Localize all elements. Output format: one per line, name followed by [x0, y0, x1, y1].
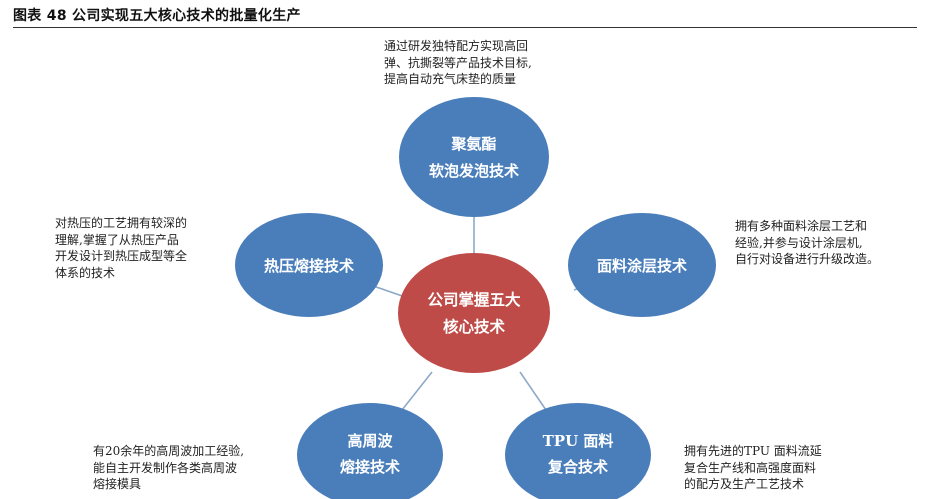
node-circle: [399, 97, 549, 217]
description-line: 通过研发独特配方实现高回: [384, 39, 529, 53]
description-top: 通过研发独特配方实现高回 弹、抗撕裂等产品技术目标, 提高自动充气床垫的质量: [384, 38, 532, 88]
description-line: 经验,并参与设计涂层机,: [735, 235, 863, 250]
description-bottom-left: 有20余年的高周波加工经验, 能自主开发制作各类高周波 熔接模具: [93, 443, 244, 493]
description-line: 理解,掌握了从热压产品: [55, 232, 179, 247]
center-label-line-1: 公司掌握五大: [427, 290, 521, 309]
description-left: 对热压的工艺拥有较深的 理解,掌握了从热压产品 开发设计到热压成型等全 体系的技…: [55, 215, 187, 281]
node-circle: [235, 213, 383, 317]
node-label-line-2: 熔接技术: [340, 458, 400, 476]
node-label-line-2: 复合技术: [547, 458, 608, 476]
description-line: 有20余年的高周波加工经验,: [93, 444, 245, 458]
node-label-line-1: 聚氨酯: [450, 135, 496, 153]
description-line: 弹、抗撕裂等产品技术目标,: [384, 55, 532, 70]
node-label-line-1: TPU 面料: [543, 432, 614, 450]
description-line: 能自主开发制作各类高周波: [93, 460, 238, 475]
title-underline: [13, 27, 917, 28]
description-right: 拥有多种面料涂层工艺和 经验,并参与设计涂层机, 自行对设备进行升级改造。: [735, 218, 879, 268]
description-line: 复合生产线和高强度面料: [684, 460, 817, 475]
center-label-line-2: 核心技术: [443, 317, 506, 336]
node-polyurethane-foaming: 聚氨酯 软泡发泡技术: [399, 97, 549, 217]
node-fabric-coating: 面料涂层技术: [568, 213, 716, 317]
description-line: 自行对设备进行升级改造。: [735, 252, 880, 266]
description-line: 拥有先进的TPU 面料流延: [684, 444, 822, 458]
node-label: 热压熔接技术: [264, 257, 354, 275]
node-tpu-fabric-composite: TPU 面料 复合技术: [505, 403, 651, 499]
description-line: 体系的技术: [55, 265, 116, 280]
description-line: 熔接模具: [93, 477, 142, 491]
node-circle: [568, 213, 716, 317]
node-label: 面料涂层技术: [597, 257, 687, 275]
node-core-technologies: 公司掌握五大 核心技术: [398, 253, 550, 373]
description-bottom-right: 拥有先进的TPU 面料流延 复合生产线和高强度面料 的配方及生产工艺技术: [684, 443, 822, 493]
node-high-frequency-welding: 高周波 熔接技术: [297, 403, 443, 499]
description-line: 提高自动充气床垫的质量: [384, 72, 517, 86]
node-hot-press-welding: 热压熔接技术: [235, 213, 383, 317]
node-circle: [297, 403, 443, 499]
connector-bottom-left: [401, 371, 433, 411]
node-label-line-2: 软泡发泡技术: [429, 162, 519, 180]
node-circle: [505, 403, 651, 499]
center-circle: [398, 253, 550, 373]
description-line: 对热压的工艺拥有较深的: [55, 216, 188, 230]
description-line: 开发设计到热压成型等全: [55, 249, 188, 263]
connector-bottom-right: [519, 371, 547, 411]
description-line: 拥有多种面料涂层工艺和: [735, 219, 868, 233]
node-label-line-1: 高周波: [347, 432, 393, 450]
figure-title: 图表 48 公司实现五大核心技术的批量化生产: [13, 8, 301, 24]
description-line: 的配方及生产工艺技术: [684, 477, 805, 491]
